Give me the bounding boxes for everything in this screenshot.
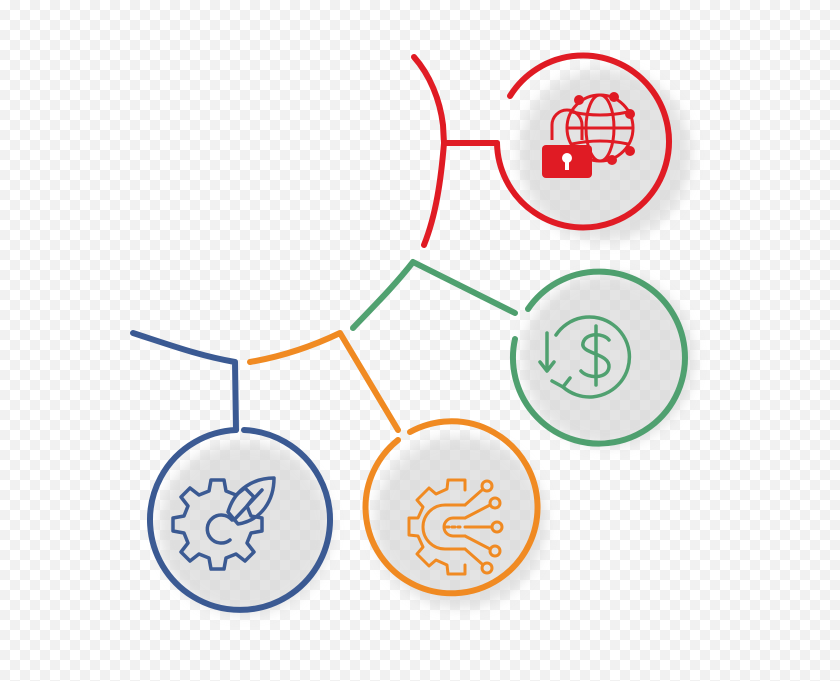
green-connector [350,259,518,331]
circle-shadows [159,69,694,614]
orange-connector [247,330,401,433]
branch-orange [247,330,541,597]
branch-red [411,52,672,248]
gear-leaf-icon [171,476,276,571]
blue-node-ring [147,427,333,613]
blue-connector [130,330,239,433]
dollar-refresh-icon [538,315,632,399]
padlock-globe-icon [542,92,635,178]
branch-green [350,259,688,447]
gear-circuit-icon [407,478,504,576]
green-node-ring [510,268,688,447]
red-node-ring [494,52,672,231]
branch-blue [130,330,333,613]
orange-node-ring [362,418,541,597]
red-connector [411,54,500,248]
